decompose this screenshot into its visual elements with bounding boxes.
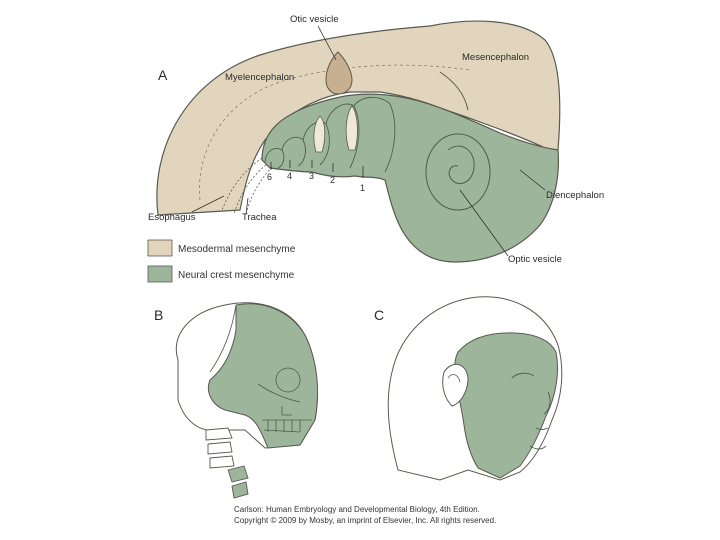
label-otic-vesicle: Otic vesicle bbox=[290, 14, 339, 25]
legend-swatch-mesoderm bbox=[147, 239, 173, 257]
neural-crest-region bbox=[261, 93, 560, 263]
legend-label-mesoderm: Mesodermal mesenchyme bbox=[178, 244, 296, 255]
panel-c-head-profile: C bbox=[374, 296, 563, 481]
label-diencephalon: Diencephalon bbox=[546, 190, 604, 201]
skull-neural-crest-region bbox=[207, 303, 319, 449]
legend-swatch-neural-crest bbox=[147, 265, 173, 283]
arch-number: 6 bbox=[267, 172, 272, 182]
panel-b-letter: B bbox=[154, 307, 163, 323]
legend: Mesodermal mesenchyme Neural crest mesen… bbox=[147, 239, 296, 283]
label-myelencephalon: Myelencephalon bbox=[225, 72, 294, 83]
arch-number: 1 bbox=[360, 183, 365, 193]
label-mesencephalon: Mesencephalon bbox=[462, 52, 529, 63]
label-esophagus: Esophagus bbox=[148, 212, 196, 223]
label-trachea: Trachea bbox=[242, 212, 277, 223]
otic-vesicle-shape bbox=[325, 51, 353, 95]
arch-number: 2 bbox=[330, 175, 335, 185]
caption-line-2: Copyright © 2009 by Mosby, an imprint of… bbox=[234, 516, 497, 525]
panel-a-letter: A bbox=[158, 67, 168, 83]
panel-b-skull: B bbox=[154, 302, 319, 499]
panel-a-embryo-head: A Otic vesicle Mesencephalon Myelencepha… bbox=[148, 14, 604, 265]
label-optic-vesicle: Optic vesicle bbox=[508, 254, 562, 265]
figure-caption: Carlson: Human Embryology and Developmen… bbox=[234, 504, 594, 526]
optic-vesicle-shape bbox=[425, 133, 491, 211]
mesodermal-mesenchyme-region bbox=[156, 20, 561, 216]
panel-c-letter: C bbox=[374, 307, 384, 323]
caption-line-1: Carlson: Human Embryology and Developmen… bbox=[234, 505, 480, 514]
arch-number: 4 bbox=[287, 171, 292, 181]
legend-label-neural-crest: Neural crest mesenchyme bbox=[178, 270, 295, 281]
arch-number: 3 bbox=[309, 171, 314, 181]
